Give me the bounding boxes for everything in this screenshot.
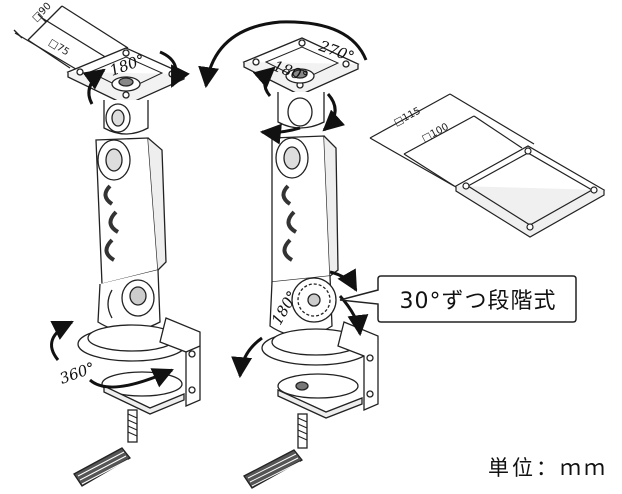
plate-inner-dimension: □100 — [420, 122, 450, 145]
right-clamp-knob — [243, 449, 303, 489]
right-mount — [242, 37, 379, 489]
left-clamp — [159, 317, 201, 407]
right-clamp — [337, 321, 379, 411]
left-clamp-knob — [73, 447, 131, 487]
right-swivel-arrow — [198, 20, 368, 89]
plate-detail — [369, 93, 606, 238]
left-plate-rotation-arrow — [82, 68, 106, 105]
left-mount — [13, 5, 201, 487]
step-callout-text: 30°ずつ段階式 — [399, 289, 557, 314]
unit-label: 単位：ｍｍ — [488, 456, 608, 480]
left-outer-dimension: □90 — [30, 1, 53, 24]
plate-outer-dimension: □115 — [392, 106, 422, 129]
left-rotation-arrows — [50, 50, 190, 389]
left-base-rotation-label: 360° — [57, 358, 97, 387]
left-base-rotation-arrow — [50, 320, 74, 361]
step-callout-box — [339, 275, 577, 323]
